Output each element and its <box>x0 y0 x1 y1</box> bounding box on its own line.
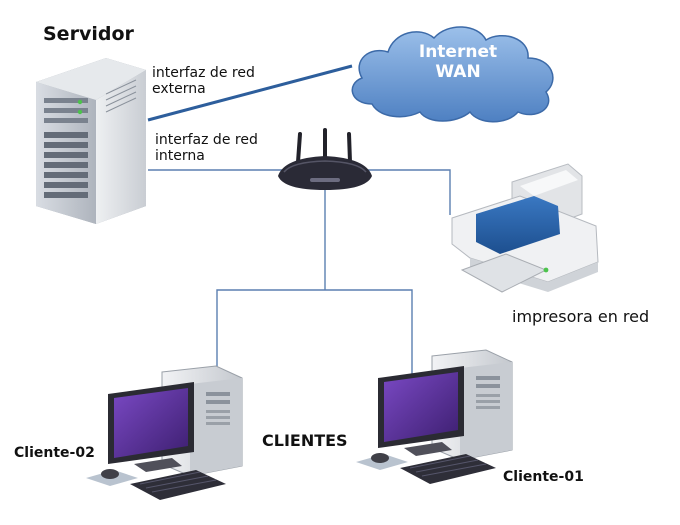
desktop-computer-icon <box>86 365 243 500</box>
external-interface-label: interfaz de red externa <box>152 65 255 97</box>
router-icon <box>278 128 372 190</box>
cloud-label: Internet WAN <box>398 42 518 83</box>
internal-interface-label: interfaz de red interna <box>155 132 258 164</box>
clients-group-label: CLIENTES <box>262 431 348 450</box>
page-title: Servidor <box>43 23 134 45</box>
client-left-label: Cliente-02 <box>14 445 95 461</box>
cloud-label-line1: Internet <box>418 42 498 62</box>
client-right-label: Cliente-01 <box>503 469 584 485</box>
cloud-icon <box>351 26 554 123</box>
desktop-computer-icon <box>356 349 513 484</box>
cloud-label-line2: WAN <box>435 62 481 83</box>
printer-label: impresora en red <box>512 307 650 326</box>
internal-interface-label-line2: interna <box>155 148 205 165</box>
lan-links <box>148 169 451 390</box>
printer-icon <box>451 163 599 293</box>
server-icon <box>36 58 146 224</box>
external-interface-label-line1: interfaz de red <box>152 65 255 81</box>
external-interface-label-line2: externa <box>152 81 206 98</box>
wan-link <box>147 64 353 122</box>
internal-interface-label-line1: interfaz de red <box>155 132 258 148</box>
